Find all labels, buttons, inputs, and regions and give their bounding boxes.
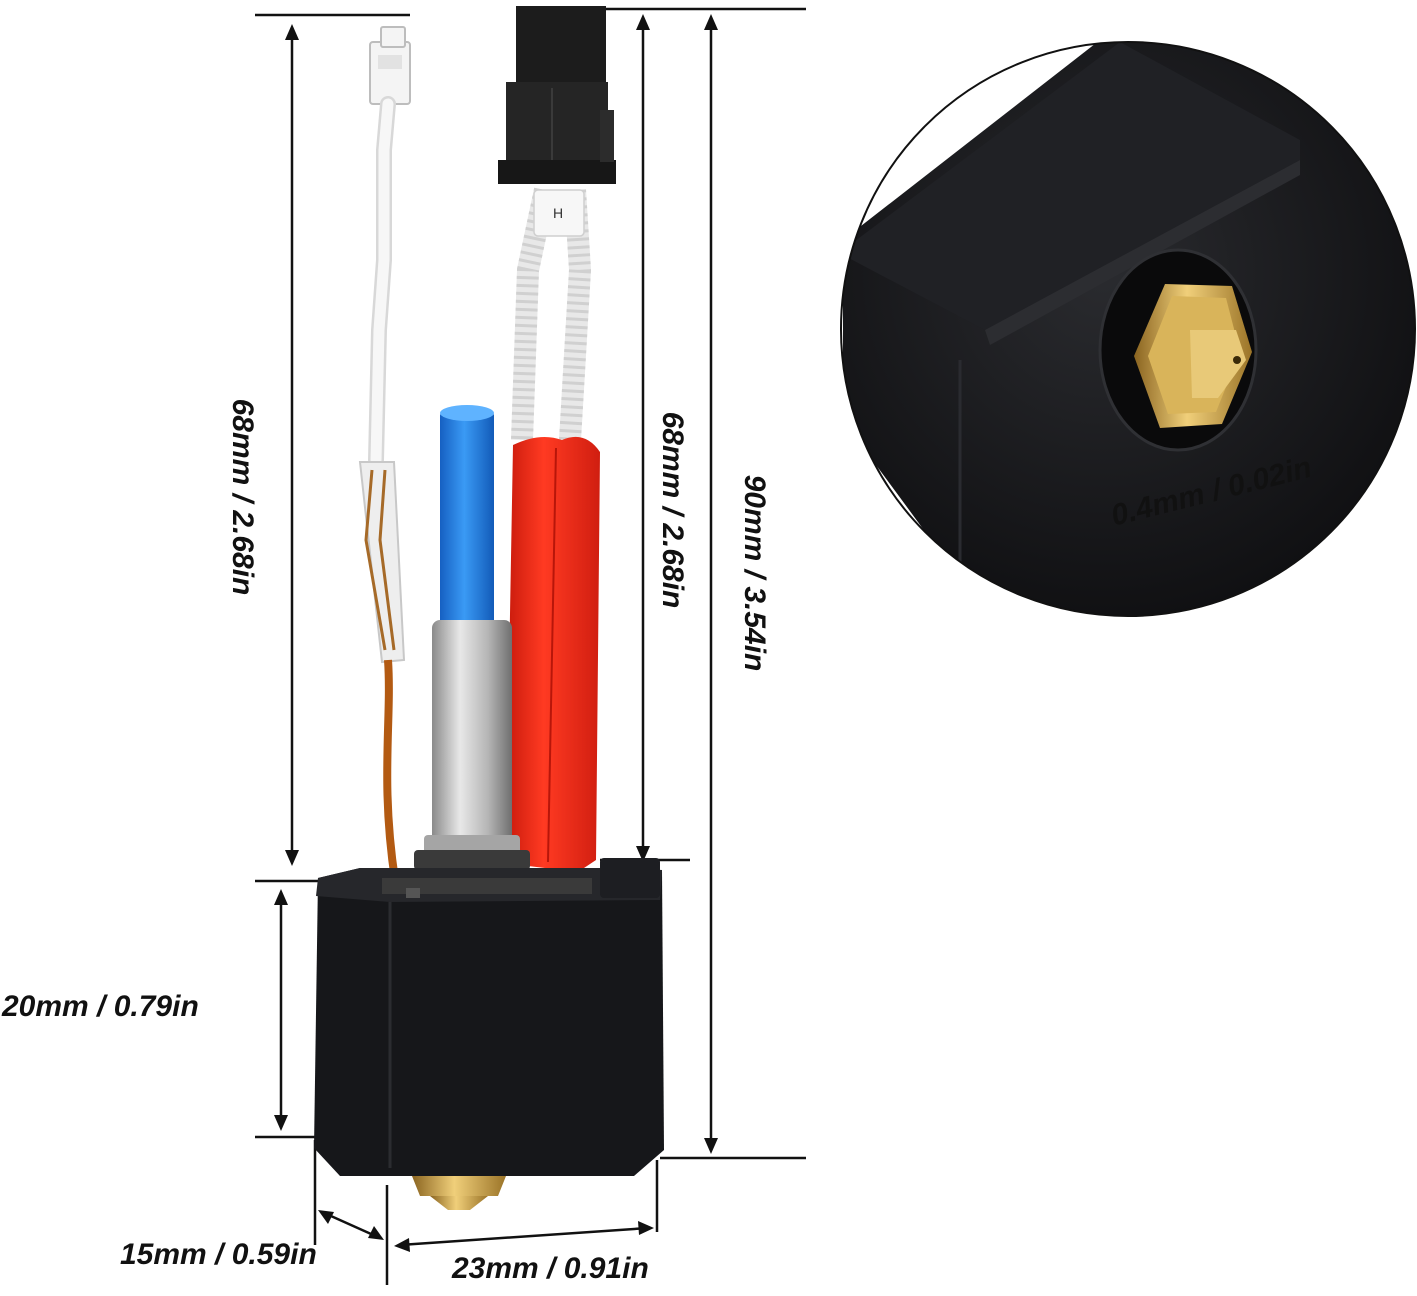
heater-block [314,858,664,1176]
heatbreak-assembly [414,405,530,870]
svg-text:H: H [553,205,563,221]
thermistor-wire [358,26,411,881]
block-depth-label: 15mm / 0.59in [120,1238,317,1271]
wire-length-left-label: 68mm / 2.68in [226,398,259,596]
heater-wire: H [498,6,616,872]
arrowheads [274,14,718,1252]
wire-length-right-label: 68mm / 2.68in [656,411,689,609]
total-height-label: 90mm / 3.54in [738,474,771,672]
nozzle-zoom-view [840,41,1416,617]
block-height-label: 20mm / 0.79in [2,990,199,1023]
nozzle [412,1176,506,1210]
block-width-label: 23mm / 0.91in [452,1252,649,1285]
